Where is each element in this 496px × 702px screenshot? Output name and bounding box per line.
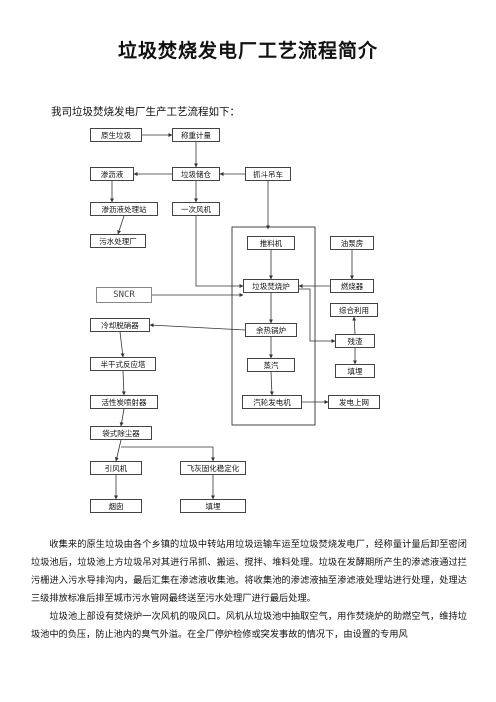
flow-node-baghouse: 袋式除尘器 (90, 426, 152, 440)
flow-node-weigh: 称重计量 (172, 128, 220, 142)
flowchart-connectors (110, 133, 357, 500)
body-paragraph-1: 收集来的原生垃圾由各个乡镇的垃圾中转站用垃圾运输车运至垃圾焚烧发电厂，经称量计量… (31, 539, 467, 604)
page-title: 垃圾焚烧发电厂工艺流程简介 (117, 40, 378, 62)
flow-node-leachstation: 渗沥液处理站 (90, 202, 158, 216)
flow-node-burner: 燃烧器 (330, 279, 374, 293)
flow-node-quench: 冷却脱硝器 (90, 318, 150, 332)
flow-node-boiler: 余热锅炉 (245, 323, 297, 337)
flow-node-feeder: 推料机 (247, 236, 295, 250)
flow-node-grid: 发电上网 (328, 395, 380, 409)
flow-node-idfan: 引风机 (90, 461, 142, 475)
edge-boiler-quench (149, 323, 246, 331)
body-paragraph-2: 垃圾池上部设有焚烧炉一次风机的吸风口。风机从垃圾池中抽取空气，用作焚烧炉的助燃空… (31, 611, 467, 640)
edge-quench-semidry (119, 331, 125, 358)
edge-carbon-baghouse (119, 408, 125, 427)
process-flowchart: 原生垃圾 称重计量渗沥液 垃圾储仓 抓斗吊车渗沥液处理站一次风机污水处理厂 推料机 油泵房… (85, 121, 395, 531)
flow-node-raw: 原生垃圾 (90, 128, 142, 142)
flow-node-fan: 一次风机 (172, 202, 220, 216)
flow-node-oilpump: 油泵房 (330, 236, 374, 250)
flow-node-landfill2: 填埋 (180, 499, 246, 513)
flow-node-steam: 蒸汽 (247, 358, 295, 372)
flow-node-landfill: 填埋 (335, 364, 375, 378)
flow-node-sncr: SNCR (96, 287, 152, 303)
intro-text: 我司垃圾焚烧发电厂生产工艺流程如下： (51, 106, 240, 118)
flow-node-bunker: 垃圾储仓 (172, 167, 220, 181)
edge-fan-incinerator (195, 216, 244, 288)
flow-node-crane: 抓斗吊车 (245, 167, 291, 181)
flow-node-leach: 渗沥液 (90, 167, 134, 181)
flow-node-turbine: 汽轮发电机 (242, 395, 302, 409)
edge-steam-turbine (269, 371, 274, 396)
flow-node-flyash: 飞灰固化稳定化 (180, 461, 246, 475)
edge-baghouse-idfan (114, 439, 122, 462)
flow-node-semidry: 半干式反应塔 (90, 357, 156, 371)
flow-node-incinerator: 垃圾焚烧炉 (243, 279, 299, 293)
edge-semidry-carbon (121, 370, 126, 396)
edge-slag-reuse (352, 316, 357, 335)
flow-node-reuse: 综合利用 (330, 303, 378, 317)
edge-station-sewage (117, 215, 125, 235)
flow-node-chimney: 烟囱 (90, 499, 142, 513)
edge-baghouse-flyash (121, 446, 215, 462)
furnace-frame (231, 226, 316, 426)
flow-node-carbon: 活性炭喷射器 (90, 395, 158, 409)
edge-incinerator-slag (299, 288, 336, 343)
flow-node-sewage: 污水处理厂 (90, 234, 146, 248)
flow-node-slag: 残渣 (335, 334, 375, 348)
